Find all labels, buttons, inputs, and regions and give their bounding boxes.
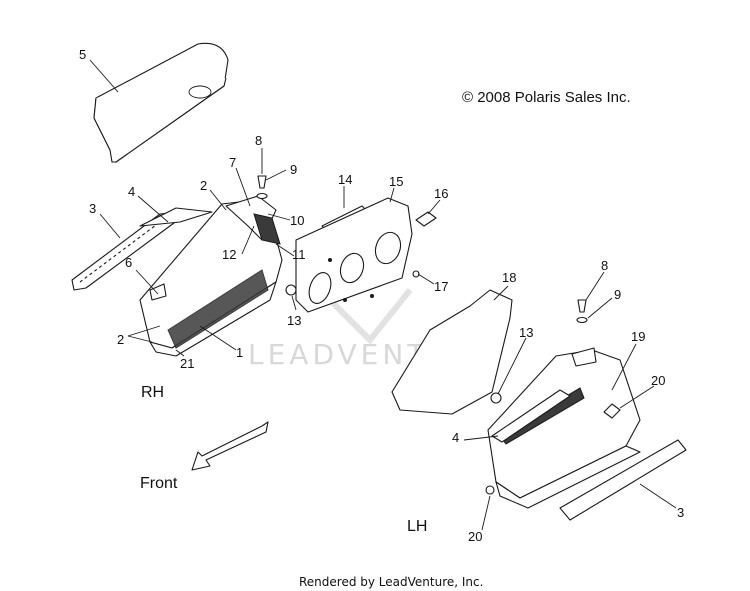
lh-trim-strips bbox=[491, 389, 687, 521]
callout-18: 18 bbox=[502, 270, 516, 285]
front-label: Front bbox=[140, 475, 178, 492]
rh-housing bbox=[139, 195, 283, 357]
callout-4-lh: 4 bbox=[452, 430, 459, 445]
part-5-cover-panel bbox=[93, 42, 229, 163]
copyright-text: © 2008 Polaris Sales Inc. bbox=[462, 89, 631, 106]
callout-15: 15 bbox=[389, 174, 403, 189]
callout-17: 17 bbox=[434, 279, 448, 294]
callout-1: 1 bbox=[236, 345, 243, 360]
part-8-9-fasteners-rh bbox=[256, 175, 268, 200]
part-16-clip bbox=[415, 211, 437, 227]
callout-9: 9 bbox=[290, 162, 297, 177]
callout-16: 16 bbox=[434, 186, 448, 201]
part-15-gauge-panel bbox=[295, 197, 413, 313]
callouts: 5 8 9 7 2 4 3 10 12 11 6 14 15 16 17 13 … bbox=[79, 47, 684, 544]
callout-21: 21 bbox=[180, 356, 194, 371]
callout-7: 7 bbox=[229, 155, 236, 170]
part-13-grommet-lh bbox=[490, 392, 502, 404]
callout-14: 14 bbox=[338, 172, 352, 187]
part-19-lh-housing bbox=[487, 347, 641, 509]
callout-13: 13 bbox=[287, 313, 301, 328]
callout-3: 3 bbox=[89, 201, 96, 216]
callout-19: 19 bbox=[631, 329, 645, 344]
footer-text: Rendered by LeadVenture, Inc. bbox=[299, 575, 483, 589]
callout-3-lh: 3 bbox=[677, 505, 684, 520]
callout-10: 10 bbox=[290, 213, 304, 228]
callout-20: 20 bbox=[651, 373, 665, 388]
callout-12: 12 bbox=[222, 247, 236, 262]
front-direction-arrow bbox=[191, 421, 269, 471]
callout-8: 8 bbox=[255, 133, 262, 148]
rh-label: RH bbox=[141, 384, 164, 401]
part-17-screw bbox=[412, 270, 420, 278]
part-20-clip-upper bbox=[603, 403, 621, 419]
callout-8-lh: 8 bbox=[601, 258, 608, 273]
part-13-grommet-rh bbox=[285, 284, 297, 296]
callout-5: 5 bbox=[79, 47, 86, 62]
callout-6: 6 bbox=[125, 255, 132, 270]
callout-11: 11 bbox=[292, 247, 306, 262]
callout-9-lh: 9 bbox=[614, 287, 621, 302]
lh-label: LH bbox=[407, 518, 427, 535]
callout-4: 4 bbox=[128, 184, 135, 199]
part-18-storage-bag bbox=[391, 289, 513, 415]
part-8-9-fasteners-lh bbox=[576, 299, 588, 324]
rh-trim-strips bbox=[71, 207, 213, 291]
callout-2-lower: 2 bbox=[117, 332, 124, 347]
leader-lines bbox=[89, 59, 677, 531]
callout-13-lh: 13 bbox=[519, 325, 533, 340]
part-20-clip-lower bbox=[485, 485, 495, 495]
callout-2: 2 bbox=[200, 178, 207, 193]
callout-20-lower: 20 bbox=[468, 529, 482, 544]
